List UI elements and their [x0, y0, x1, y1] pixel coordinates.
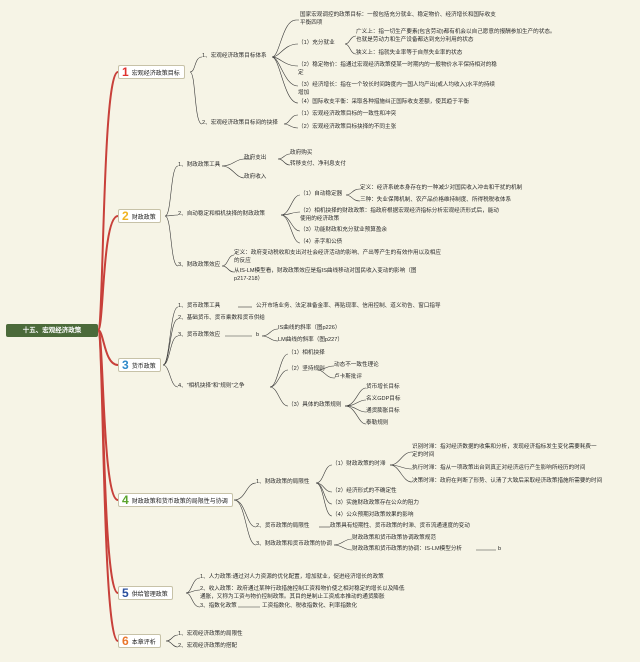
s3-rules[interactable]: （2）坚持规则	[288, 366, 325, 372]
section-2[interactable]: 2 财政政策	[118, 209, 161, 223]
s4-fiscal-limits[interactable]: 1、财政政策的局限性	[256, 479, 310, 485]
s2-discretionary-policy-line2: 使用的经济政策	[300, 216, 340, 222]
s1-goal-system[interactable]: 1、宏观经济政策目标体系	[202, 53, 267, 59]
s2-fiscal-tools[interactable]: 1、财政政策工具	[178, 162, 221, 168]
s5-income-policy-line2: 通胀，又称为工资与物价控制政策。其目的是制止工资成本推动的通货膨胀	[200, 594, 385, 600]
s2-effect-definition-line2: 的反应	[234, 258, 251, 264]
section-6[interactable]: 6 本章评析	[118, 634, 161, 648]
s3-discretion[interactable]: （1）相机抉择	[288, 350, 325, 356]
s5-indexation-policy[interactable]: 3、指数化政策	[200, 603, 237, 609]
s4-decision-lag: 决策时滞：政府在判断了形势、认清了大致后采取经济政策措施所需要的时间	[412, 478, 603, 484]
s4-monetary-limits-desc: 政策具有短期性、货币政策的时滞、货币流通速度的变动	[330, 523, 470, 529]
s2-gov-spending[interactable]: 政府支出	[244, 155, 267, 161]
s4-coordination-norms: 财政政策和货币政策协调政策规范	[352, 535, 436, 541]
s3-time-inconsistency: 动态不一致性理论	[334, 362, 379, 368]
s1-goal-views[interactable]: （2）宏观经济政策目标抉择的不同主张	[298, 124, 397, 130]
s2-gov-purchase: 政府购买	[290, 150, 313, 156]
s3-taylor-rule: 泰勒规则	[366, 420, 389, 426]
section-2-number: 2	[122, 209, 129, 223]
s2-stabilizer-definition: 定义：经济系统本身存在的一种减少对国民收入冲击和干扰的机制	[360, 185, 523, 191]
s2-islm-effect: 从IS-LM模型看，财政政策效应是指IS曲线移动对国民收入变动的影响（图	[234, 268, 417, 274]
s4-recognition-lag-line2: 定的时间	[412, 452, 435, 458]
s4-coordination-islm: 财政政策和货币政策的协调：IS-LM模型分析	[352, 546, 463, 552]
s2-discretionary-policy[interactable]: （2）相机抉择的财政政策：指政府根据宏观经济指标分析宏观经济形式后，能动	[300, 208, 499, 214]
s4-coordination[interactable]: 3、财政政策和货币政策的协调	[256, 541, 332, 547]
section-4-number: 4	[122, 493, 129, 507]
s3-specific-rules[interactable]: （3）具体的政策规则	[288, 402, 342, 408]
s4-fiscal-lag[interactable]: （1）财政政策的时滞	[332, 461, 386, 467]
s2-deficit-debt[interactable]: （4）赤字和公债	[300, 239, 343, 245]
s2-effect-definition: 定义：政府变动税收和支出对社会经济活动的影响、产出等产生的有效作用以及相应	[234, 250, 441, 256]
s2-fiscal-effect[interactable]: 3、财政政策效应	[178, 262, 221, 268]
s1-full-employment[interactable]: （1）充分就业	[298, 40, 335, 46]
s6-policy-limits[interactable]: 1、宏观经济政策的局限性	[178, 631, 243, 637]
s1-full-employment-broad-line2: 也就是劳动力和生产设备都达到充分利用的状态	[356, 37, 474, 43]
s1-economic-growth-line2: 增加	[298, 90, 310, 96]
s1-balance-of-payments[interactable]: （4）国际收支平衡：采取各种措施纠正国际收支差额，使其趋于平衡	[298, 99, 469, 105]
section-5-number: 5	[122, 586, 129, 600]
section-6-number: 6	[122, 634, 129, 648]
s2-functional-finance[interactable]: （3）功能财政和充分就业预算盈余	[300, 227, 388, 233]
branch-line-2	[97, 215, 119, 331]
s2-transfer-payment: 转移支付、净利息支付	[290, 161, 346, 167]
s1-goal-consistency[interactable]: （1）宏观经济政策目标的一致性和冲突	[298, 111, 397, 117]
s2-gov-revenue[interactable]: 政府收入	[244, 174, 267, 180]
s6-policy-mix[interactable]: 2、宏观经济政策的搭配	[178, 643, 238, 649]
s4-public-resistance[interactable]: （3）实施财政政策存在公众的阻力	[332, 500, 420, 506]
s4-recognition-lag: 识别时滞：指对经济数据的收集和分析，发现经济指标发生变化需要耗费一	[412, 444, 597, 450]
section-3-number: 3	[122, 358, 129, 372]
s3-lucas-critique: 卢卡斯批评	[334, 374, 362, 380]
s1-economic-growth[interactable]: （3）经济增长：指在一个较长时间跨度内一国人均产出(或人均收入)水平的持续	[298, 82, 496, 88]
s4-monetary-limits[interactable]: 2、货币政策的局限性	[256, 523, 310, 529]
s1-price-stability-line2: 定	[298, 70, 304, 76]
section-1-number: 1	[122, 65, 129, 79]
section-5[interactable]: 5 供给管理政策	[118, 586, 173, 600]
s1-full-employment-narrow: 狭义上：指就失业率等于自然失业率的状态	[356, 50, 463, 56]
section-2-title: 财政政策	[131, 214, 156, 221]
s3-lm-slope: LM曲线的斜率（图p227）	[278, 337, 343, 343]
s3-monetary-effect[interactable]: 3、货币政策效应	[178, 332, 221, 338]
section-4[interactable]: 4 财政政策和货币政策的局限性与协调	[118, 493, 233, 507]
s4-uncertainty[interactable]: （2）经济形式的不确定性	[332, 488, 397, 494]
s5-indexation-types: 工资指数化、税收指数化、利率指数化	[262, 603, 358, 609]
section-3[interactable]: 3 货币政策	[118, 358, 161, 372]
s1-goal-intro-line2: 平衡四项	[300, 20, 323, 26]
section-1[interactable]: 1 宏观经济政策目标	[118, 65, 185, 79]
s3-rules-vs-discretion[interactable]: 4、“相机抉择”和“规则”之争	[178, 383, 245, 389]
s3-monetary-effect-b: b	[256, 332, 260, 338]
s3-base-money[interactable]: 2、基础货币、货币乘数和货币供给	[178, 315, 266, 321]
s4-public-expectations[interactable]: （4）公众预期对政策效果的影响	[332, 512, 414, 518]
s3-nominal-gdp-target: 名义GDP目标	[366, 396, 401, 402]
branch-line-1	[97, 71, 119, 331]
s5-income-policy[interactable]: 2、收入政策：政府通过某种行政措施控制工资和物价使之相对稳定的增长以及降低	[200, 586, 405, 592]
section-3-title: 货币政策	[131, 363, 156, 370]
s3-monetary-tools-list: 公开市场业务、法定准备金率、再贴现率、信用控制、道义劝告、窗口指导	[256, 303, 441, 309]
s1-goal-intro: 国家宏观调控的政策目标：一般包括充分就业、稳定物价、经济增长和国际收支	[300, 12, 496, 18]
root-topic[interactable]: 十五、宏观经济政策	[6, 324, 98, 337]
s2-islm-effect-line2: p217-218）	[234, 276, 264, 282]
s4-coordination-islm-b: b	[498, 546, 502, 552]
s1-full-employment-broad: 广义上：指一切生产要素(包含劳动)都有机会以自己愿意的报酬参加生产的状态。	[356, 29, 556, 35]
branch-line-6	[97, 329, 119, 642]
section-1-title: 宏观经济政策目标	[131, 70, 180, 77]
section-6-title: 本章评析	[131, 639, 156, 646]
s4-implementation-lag: 执行时滞：指从一项政策出台到真正对经济运行产生影响所经历的时间	[412, 465, 586, 471]
s2-stabilizer-types: 三种：失业保障机制、农产品价格维持制度、所得税税收体系	[360, 197, 512, 203]
s3-monetary-tools[interactable]: 1、货币政策工具	[178, 303, 221, 309]
s1-price-stability[interactable]: （2）稳定物价：指通过宏观经济政策使某一时期内的一般物价水平保持相对的稳	[298, 62, 497, 68]
s3-inflation-target: 通货膨胀目标	[366, 408, 400, 414]
s2-auto-stabilizer[interactable]: （1）自动稳定器	[300, 191, 343, 197]
section-5-title: 供给管理政策	[131, 591, 168, 598]
s2-stabilizer-discretion[interactable]: 2、自动稳定和相机抉择的财政政策	[178, 211, 266, 217]
s3-is-slope: IS曲线的斜率（图p226）	[278, 325, 341, 331]
s1-goal-choice[interactable]: 2、宏观经济政策目标间的抉择	[202, 120, 278, 126]
s3-money-growth-target: 货币增长目标	[366, 384, 400, 390]
s5-manpower-policy[interactable]: 1、人力政策:通过对人力资源的优化配置，增加就业，促进经济增长的政策	[200, 574, 384, 580]
section-4-title: 财政政策和货币政策的局限性与协调	[131, 498, 228, 505]
